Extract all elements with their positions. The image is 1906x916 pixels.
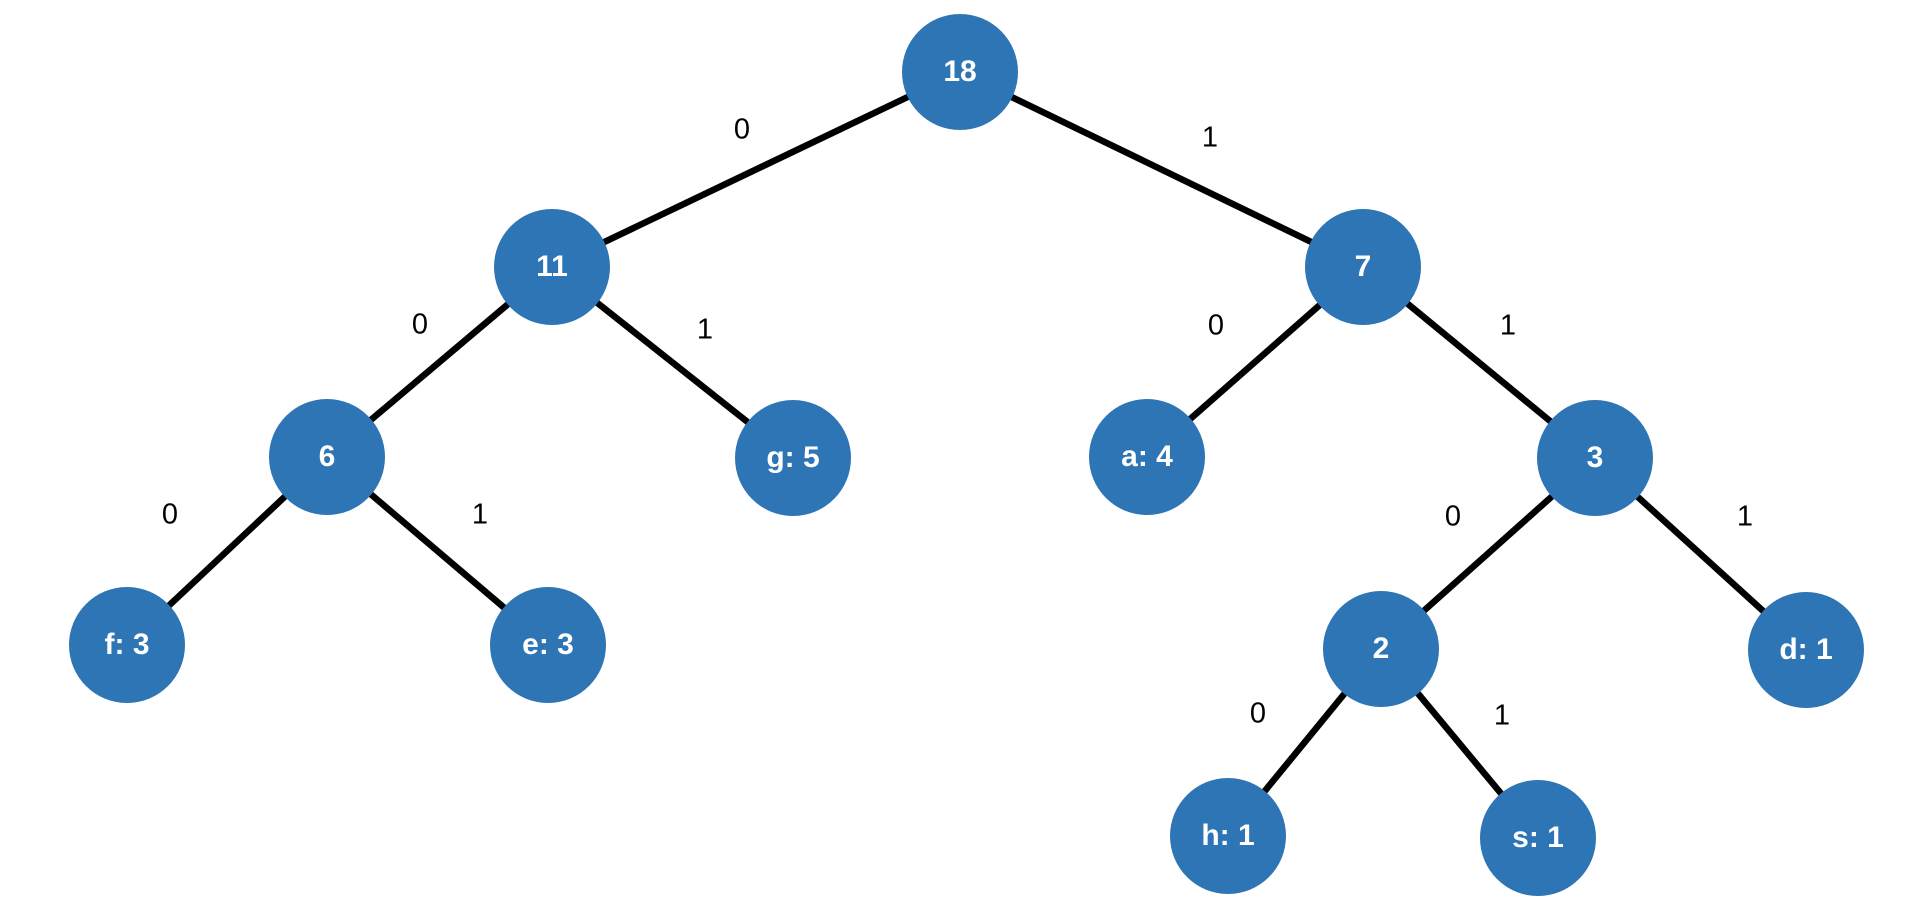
edge-bit-7-3: 1 xyxy=(1499,309,1517,342)
edge-bit-11-6: 0 xyxy=(411,308,429,341)
node-d1: d: 1 xyxy=(1748,592,1864,708)
node-2: 2 xyxy=(1323,591,1439,707)
edge-bit-18-7: 1 xyxy=(1201,121,1219,154)
edge-bit-6-f3: 0 xyxy=(161,498,179,531)
edge-bit-3-2: 0 xyxy=(1444,500,1462,533)
edge-bit-18-11: 0 xyxy=(733,113,751,146)
node-h1: h: 1 xyxy=(1170,778,1286,894)
node-g5: g: 5 xyxy=(735,400,851,516)
edge-18-11 xyxy=(550,69,962,270)
edge-bit-2-h1: 0 xyxy=(1249,697,1267,730)
node-f3: f: 3 xyxy=(69,587,185,703)
node-e3: e: 3 xyxy=(490,587,606,703)
edge-bit-11-g5: 1 xyxy=(696,313,714,346)
node-3: 3 xyxy=(1537,400,1653,516)
node-18: 18 xyxy=(902,14,1018,130)
edge-bit-2-s1: 1 xyxy=(1493,699,1511,732)
edge-bit-7-a4: 0 xyxy=(1207,309,1225,342)
node-s1: s: 1 xyxy=(1480,780,1596,896)
edge-bit-6-e3: 1 xyxy=(471,498,489,531)
edge-18-7 xyxy=(958,69,1365,270)
node-7: 7 xyxy=(1305,209,1421,325)
node-a4: a: 4 xyxy=(1089,399,1205,515)
edge-bit-3-d1: 1 xyxy=(1736,500,1754,533)
node-11: 11 xyxy=(494,209,610,325)
node-6: 6 xyxy=(269,399,385,515)
